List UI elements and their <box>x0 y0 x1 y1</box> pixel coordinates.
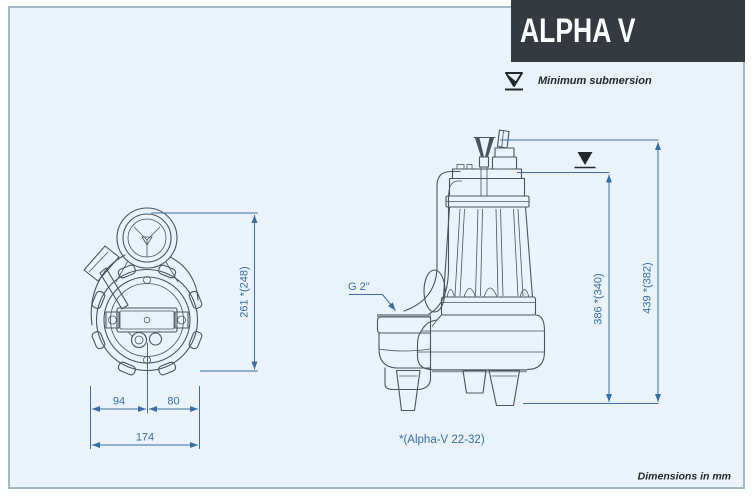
minimum-submersion-legend: Minimum submersion <box>503 70 652 92</box>
dim-overall-label: 439 *(382) <box>642 262 654 313</box>
left-view-dimensions: 261 *(248) 94 80 174 <box>90 212 258 449</box>
water-level-icon <box>505 72 523 91</box>
variant-note: *(Alpha-V 22-32) <box>399 434 485 446</box>
pump-front-view <box>83 207 203 376</box>
right-view-dimensions: 386 *(340) 439 *(382) G 2" <box>348 139 662 404</box>
pump-side-view <box>376 129 546 412</box>
title-box: ALPHA V <box>511 0 745 62</box>
page-title: ALPHA V <box>520 11 636 50</box>
water-level-mark-icon <box>574 152 596 169</box>
dim-submersion-label: 386 *(340) <box>593 273 605 324</box>
dim-width-right-label: 80 <box>167 396 179 408</box>
units-note: Dimensions in mm <box>638 471 731 483</box>
port-size-label: G 2" <box>348 281 370 293</box>
dim-width-total-label: 174 <box>136 432 154 444</box>
dim-width-left-label: 94 <box>113 396 125 408</box>
legend-label: Minimum submersion <box>538 75 652 87</box>
dim-height-label: 261 *(248) <box>239 266 251 317</box>
